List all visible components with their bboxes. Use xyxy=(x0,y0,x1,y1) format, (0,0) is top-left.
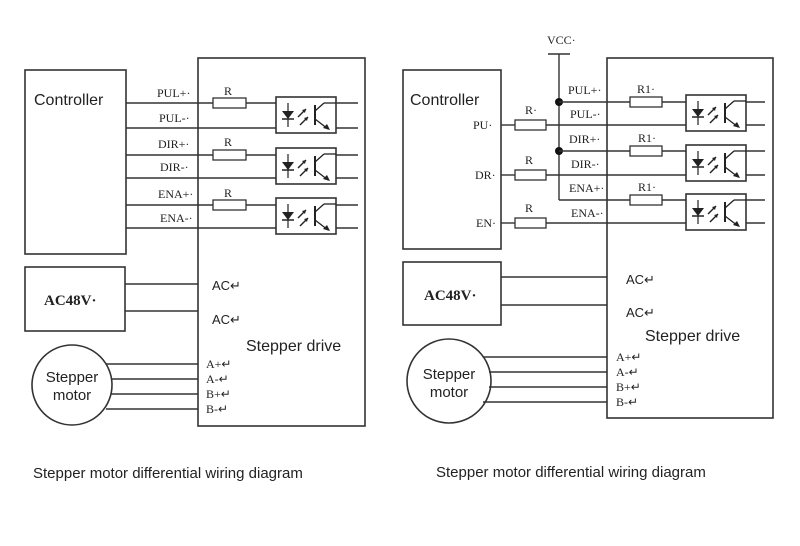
stepper-motor-circle xyxy=(406,338,492,424)
controller-box xyxy=(24,69,127,255)
resistor-r1 xyxy=(629,194,663,206)
controller-pin-dr: DR· xyxy=(475,168,496,182)
power-label: AC48V· xyxy=(44,293,97,309)
caption-left: Stepper motor differential wiring diagra… xyxy=(33,465,303,482)
drive-label: Stepper drive xyxy=(246,338,341,355)
signal-label-pul-plus: PUL+· xyxy=(157,86,190,100)
resistor-label: R xyxy=(525,153,533,167)
resistor xyxy=(212,97,247,109)
resistor xyxy=(514,119,547,131)
controller-label: Controller xyxy=(410,92,480,109)
motor-pin-b-minus: B-↵ xyxy=(616,395,638,409)
controller-box xyxy=(402,69,502,250)
signal-label-dir-minus: DIR-· xyxy=(160,160,189,174)
ac-label: AC↵ xyxy=(626,272,655,287)
stepper-motor-circle xyxy=(31,344,113,426)
power-supply-box xyxy=(402,261,502,326)
signal-label-pul-minus: PUL-· xyxy=(159,111,190,125)
resistor-r1-label: R1· xyxy=(638,180,656,194)
resistor-r1 xyxy=(629,96,663,108)
optocoupler-icon xyxy=(685,193,747,231)
signal-label-dir-plus: DIR+· xyxy=(569,132,600,146)
motor-label-line1: Stepper xyxy=(423,366,476,383)
ac-label: AC↵ xyxy=(212,312,241,327)
motor-pin-a-plus: A+↵ xyxy=(206,357,232,371)
resistor-label: R· xyxy=(525,103,537,117)
signal-label-ena-minus: ENA-· xyxy=(571,206,604,220)
motor-pin-a-minus: A-↵ xyxy=(616,365,639,379)
power-supply-box xyxy=(24,266,126,332)
signal-label-pul-minus: PUL-· xyxy=(570,107,601,121)
resistor-label: R xyxy=(224,186,232,200)
signal-label-pul-plus: PUL+· xyxy=(568,83,601,97)
optocoupler-icon xyxy=(685,94,747,132)
motor-label-line1: Stepper xyxy=(46,369,99,386)
caption-right: Stepper motor differential wiring diagra… xyxy=(436,464,706,481)
resistor xyxy=(514,217,547,229)
optocoupler-icon xyxy=(685,144,747,182)
resistor xyxy=(212,149,247,161)
ac-label: AC↵ xyxy=(626,305,655,320)
signal-label-dir-minus: DIR-· xyxy=(571,157,600,171)
resistor-r1 xyxy=(629,145,663,157)
drive-label: Stepper drive xyxy=(645,328,740,345)
ac-label: AC↵ xyxy=(212,278,241,293)
optocoupler-icon xyxy=(275,147,337,185)
signal-label-dir-plus: DIR+· xyxy=(158,137,189,151)
signal-label-ena-plus: ENA+· xyxy=(569,181,604,195)
motor-pin-b-plus: B+↵ xyxy=(206,387,231,401)
optocoupler-icon xyxy=(275,197,337,235)
motor-pin-a-minus: A-↵ xyxy=(206,372,229,386)
controller-pin-en: EN· xyxy=(476,216,496,230)
resistor-r1-label: R1· xyxy=(638,131,656,145)
controller-pin-pu: PU· xyxy=(473,118,492,132)
resistor-label: R xyxy=(224,135,232,149)
resistor-label: R xyxy=(525,201,533,215)
motor-pin-b-plus: B+↵ xyxy=(616,380,641,394)
motor-label-line2: motor xyxy=(53,387,91,404)
signal-label-ena-minus: ENA-· xyxy=(160,211,193,225)
controller-label: Controller xyxy=(34,92,104,109)
motor-label-line2: motor xyxy=(430,384,468,401)
optocoupler-icon xyxy=(275,96,337,134)
resistor xyxy=(514,169,547,181)
motor-pin-a-plus: A+↵ xyxy=(616,350,642,364)
motor-pin-b-minus: B-↵ xyxy=(206,402,228,416)
resistor-r1-label: R1· xyxy=(637,82,655,96)
resistor-label: R xyxy=(224,84,232,98)
left-diagram: Controller Stepper drive PUL+· PUL-· DIR… xyxy=(24,57,366,482)
power-label: AC48V· xyxy=(424,288,477,304)
right-diagram: Controller PU· DR· EN· VCC· Stepper driv… xyxy=(402,33,774,481)
vcc-label: VCC· xyxy=(547,33,576,47)
resistor xyxy=(212,199,247,211)
signal-label-ena-plus: ENA+· xyxy=(158,187,193,201)
